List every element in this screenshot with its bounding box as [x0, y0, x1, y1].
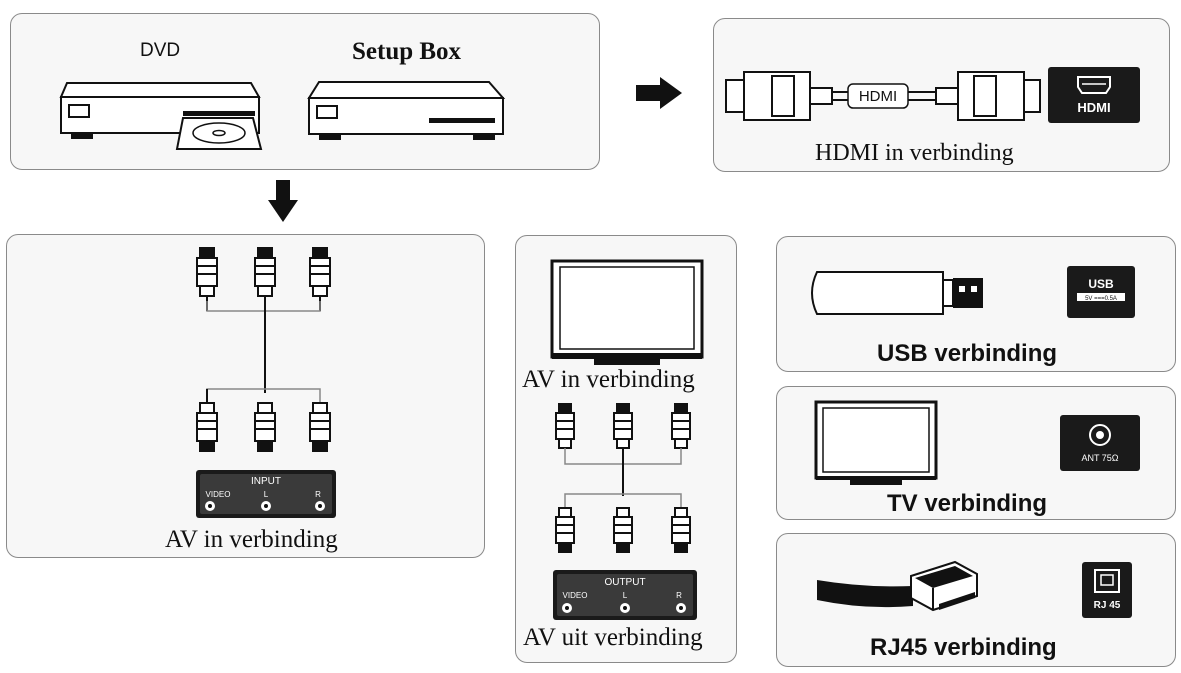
rca-plug-icon: [254, 402, 276, 452]
hdmi-caption: HDMI in verbinding: [815, 140, 1014, 166]
hdmi-port-label: HDMI: [1077, 100, 1110, 115]
setup-box-label: Setup Box: [352, 38, 462, 65]
arrow-down-icon: [268, 180, 298, 222]
av-input-title: INPUT: [251, 476, 281, 487]
av-out-cable-diagram: [555, 403, 691, 553]
usb-port-icon: USB 5V ===0.5A: [1067, 266, 1135, 318]
rca-plug-icon: [555, 403, 575, 449]
rca-plug-icon: [254, 247, 276, 311]
rca-plug-icon: [555, 507, 575, 553]
hdmi-cable-icon: HDMI: [725, 71, 1041, 121]
av-in-left-caption: AV in verbinding: [165, 526, 338, 553]
av-output-panel-icon: OUTPUT VIDEO L R: [553, 570, 697, 620]
av-output-title: OUTPUT: [604, 577, 645, 588]
av-output-video-label: VIDEO: [563, 591, 588, 600]
av-input-panel-icon: INPUT VIDEO L R: [196, 470, 336, 518]
rca-plug-icon: [196, 389, 218, 452]
arrow-right-icon: [636, 77, 682, 109]
rca-plug-icon: [671, 507, 691, 553]
tv-caption: TV verbinding: [887, 490, 1048, 517]
antenna-port-label: ANT 75Ω: [1081, 453, 1118, 463]
rca-plug-icon: [196, 247, 218, 311]
dvd-player-icon: [59, 82, 263, 150]
usb-caption: USB verbinding: [877, 340, 1058, 367]
av-input-l-label: L: [264, 490, 269, 499]
dvd-label: DVD: [140, 40, 181, 61]
rca-plug-icon: [309, 247, 331, 311]
av-input-video-label: VIDEO: [206, 490, 231, 499]
av-in-cable-diagram: [196, 247, 331, 452]
rj45-port-label: RJ 45: [1094, 600, 1121, 611]
setup-box-icon: [307, 81, 506, 140]
rca-plug-icon: [309, 402, 331, 452]
av-out-caption: AV uit verbinding: [523, 624, 703, 651]
hdmi-cable-label: HDMI: [859, 88, 897, 105]
av-center-in-caption: AV in verbinding: [522, 366, 695, 393]
hdmi-port-icon: HDMI: [1048, 67, 1140, 123]
av-input-r-label: R: [315, 490, 321, 499]
tv-monitor-icon: [550, 259, 704, 365]
av-output-l-label: L: [623, 591, 628, 600]
av-output-r-label: R: [676, 591, 682, 600]
tv-icon: [814, 400, 938, 485]
usb-stick-icon: [811, 271, 983, 315]
usb-port-label-bottom: 5V ===0.5A: [1085, 296, 1117, 302]
rca-plug-icon: [613, 403, 633, 449]
rca-plug-icon: [613, 507, 633, 553]
rca-plug-icon: [671, 403, 691, 449]
rj45-caption: RJ45 verbinding: [870, 634, 1057, 661]
antenna-port-icon: ANT 75Ω: [1060, 415, 1140, 471]
usb-port-label-top: USB: [1088, 277, 1114, 291]
rj45-port-icon: RJ 45: [1082, 562, 1132, 618]
rj45-cable-icon: [817, 560, 978, 612]
